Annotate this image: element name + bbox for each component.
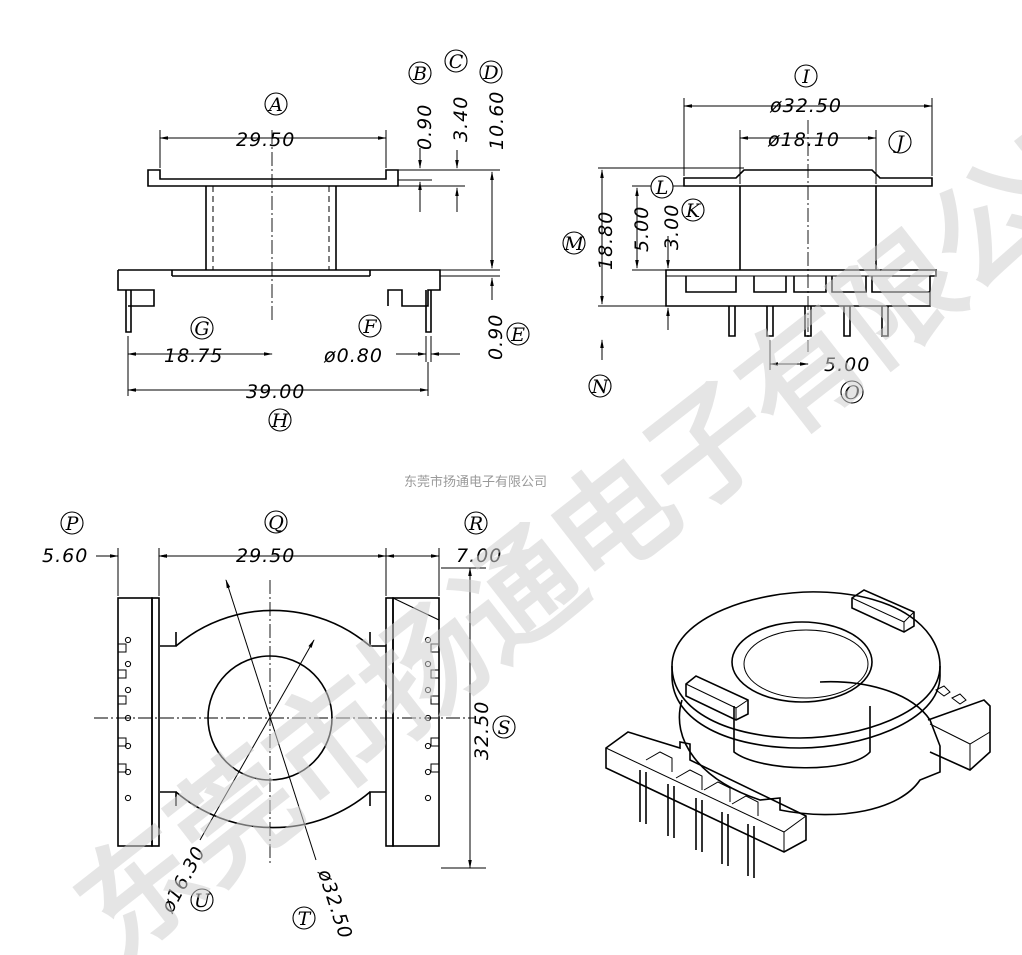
side-view: ø32.50 I ø18.10 J 3.00 K 5.00 L 18.80 M … [562, 64, 937, 404]
dim-b-value: 0.90 [414, 104, 436, 150]
dim-r-value: 7.00 [456, 545, 502, 567]
label-f: F [362, 316, 377, 338]
dim-l-value: 5.00 [631, 206, 653, 252]
label-e: E [510, 324, 525, 346]
label-o: O [844, 382, 860, 404]
dim-a-value: 29.50 [236, 129, 295, 151]
label-q: Q [268, 512, 284, 534]
dim-k-value: 3.00 [661, 204, 683, 250]
dim-m-value: 18.80 [595, 211, 617, 270]
dim-t-value: ø32.50 [313, 866, 356, 942]
label-u: U [194, 890, 211, 912]
label-k: K [685, 200, 702, 222]
dim-f-value: ø0.80 [323, 345, 383, 367]
label-t: T [298, 908, 312, 930]
dim-p-value: 5.60 [42, 545, 88, 567]
label-p: P [65, 513, 80, 535]
dim-s-value: 32.50 [471, 701, 493, 760]
label-i: I [801, 66, 810, 88]
top-view: 5.60 P 29.50 Q 7.00 R 32.50 S ø32.50 T ø… [42, 510, 516, 942]
dim-i-value: ø32.50 [769, 95, 842, 117]
label-g: G [194, 318, 209, 340]
watermark-center-text: 东莞市扬通电子有限公司 [404, 474, 547, 490]
dim-h-value: 39.00 [246, 381, 305, 403]
label-m: M [563, 233, 584, 255]
dim-c-value: 3.40 [450, 96, 472, 142]
label-b: B [412, 63, 427, 85]
label-r: R [468, 513, 483, 535]
dim-q-value: 29.50 [236, 545, 295, 567]
label-l: L [655, 177, 669, 199]
label-n: N [591, 376, 610, 398]
dim-d-value: 10.60 [486, 91, 508, 150]
label-h: H [271, 410, 289, 432]
front-view: 29.50 A 0.90 B 3.40 C 10.60 D 0.90 E ø0.… [117, 49, 530, 432]
label-a: A [267, 94, 283, 116]
dim-e-value: 0.90 [485, 314, 507, 360]
isometric-view [605, 589, 991, 878]
label-s: S [497, 717, 510, 739]
dim-o-value: 5.00 [824, 354, 870, 376]
label-c: C [449, 51, 464, 73]
dim-g-value: 18.75 [164, 345, 223, 367]
label-j: J [892, 132, 905, 154]
label-d: D [482, 62, 498, 84]
dim-j-value: ø18.10 [767, 129, 840, 151]
